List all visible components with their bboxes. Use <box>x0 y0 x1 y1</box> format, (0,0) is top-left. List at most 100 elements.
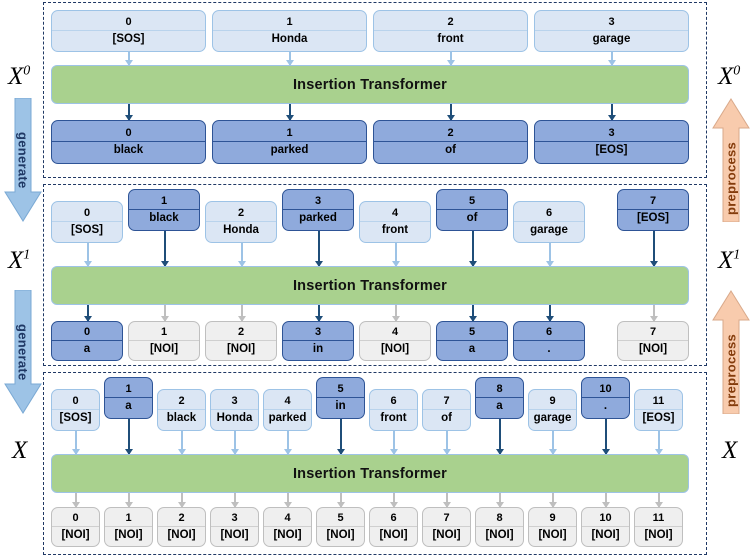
generate-arrow-1-label: generate <box>15 131 31 189</box>
token-index: 11 <box>652 511 665 524</box>
stage-0-output-token-0[interactable]: 0 black <box>51 120 206 164</box>
token-index: 1 <box>160 194 168 207</box>
stage-2-insertion-transformer[interactable]: Insertion Transformer <box>51 454 689 493</box>
token-text: parked <box>213 140 366 160</box>
token-index: 2 <box>178 394 185 407</box>
token-index: 3 <box>608 126 615 139</box>
token-index: 2 <box>178 511 185 524</box>
stage-2-left-x-label: X <box>12 437 28 464</box>
token-index: 1 <box>160 325 168 338</box>
stage-0-input-token-3[interactable]: 3 garage <box>534 10 689 52</box>
stage-1-output-token-1[interactable]: 1 [NOI] <box>128 321 200 361</box>
token-index: 3 <box>231 394 238 407</box>
stage-2-input-token-3[interactable]: 3 Honda <box>210 389 259 431</box>
stage-1-output-token-6[interactable]: 6 . <box>513 321 585 361</box>
token-text: [NOI] <box>211 525 258 545</box>
stage-1-output-token-7[interactable]: 7 [NOI] <box>617 321 689 361</box>
token-text: [EOS] <box>535 140 688 160</box>
stage-0-output-token-1[interactable]: 1 parked <box>212 120 367 164</box>
stage-0-input-token-0[interactable]: 0 [SOS] <box>51 10 206 52</box>
token-text: a <box>437 339 507 359</box>
stage-2-input-token-10[interactable]: 10 . <box>581 377 630 419</box>
stage-2-input-token-11[interactable]: 11 [EOS] <box>634 389 683 431</box>
token-text: [NOI] <box>529 525 576 545</box>
stage-1-input-token-5[interactable]: 5 of <box>436 189 508 231</box>
token-text: [NOI] <box>635 525 682 545</box>
token-text: of <box>374 140 527 160</box>
stage-1-output-token-3[interactable]: 3 in <box>282 321 354 361</box>
stage-1-input-token-6[interactable]: 6 garage <box>513 201 585 243</box>
token-index: 0 <box>83 206 91 219</box>
token-text: in <box>283 339 353 359</box>
stage-2-output-token-10[interactable]: 10 [NOI] <box>581 507 630 547</box>
token-index: 8 <box>496 511 503 524</box>
token-text: garage <box>535 29 688 49</box>
token-index: 2 <box>237 325 245 338</box>
stage-1-output-token-4[interactable]: 4 [NOI] <box>359 321 431 361</box>
stage-0-output-token-2[interactable]: 2 of <box>373 120 528 164</box>
stage-1-input-token-0[interactable]: 0 [SOS] <box>51 201 123 243</box>
token-index: 4 <box>284 511 291 524</box>
stage-2-output-token-2[interactable]: 2 [NOI] <box>157 507 206 547</box>
preprocess-arrow-1-label: preprocess <box>723 141 739 215</box>
stage-2-output-token-5[interactable]: 5 [NOI] <box>316 507 365 547</box>
token-text: [EOS] <box>618 208 688 228</box>
stage-0-input-token-2[interactable]: 2 front <box>373 10 528 52</box>
token-text: [NOI] <box>618 339 688 359</box>
stage-2-output-token-3[interactable]: 3 [NOI] <box>210 507 259 547</box>
stage-2-input-token-6[interactable]: 6 front <box>369 389 418 431</box>
stage-2-output-token-1[interactable]: 1 [NOI] <box>104 507 153 547</box>
preprocess-arrow-2: preprocess <box>712 290 750 414</box>
stage-1-input-token-2[interactable]: 2 Honda <box>205 201 277 243</box>
stage-2-input-token-7[interactable]: 7 of <box>422 389 471 431</box>
stage-0-insertion-transformer[interactable]: Insertion Transformer <box>51 65 689 104</box>
token-text: black <box>129 208 199 228</box>
stage-2-output-token-8[interactable]: 8 [NOI] <box>475 507 524 547</box>
stage-0-output-token-3[interactable]: 3 [EOS] <box>534 120 689 164</box>
stage-2-output-token-11[interactable]: 11 [NOI] <box>634 507 683 547</box>
token-text: [NOI] <box>582 525 629 545</box>
token-index: 6 <box>545 325 553 338</box>
token-text: [NOI] <box>370 525 417 545</box>
generate-arrow-2-label: generate <box>15 323 31 381</box>
stage-0-left-x-label: X0 <box>8 63 31 90</box>
token-text: parked <box>264 408 311 428</box>
token-index: 4 <box>391 206 399 219</box>
stage-1-insertion-transformer[interactable]: Insertion Transformer <box>51 266 689 305</box>
stage-2-input-token-5[interactable]: 5 in <box>316 377 365 419</box>
token-text: [NOI] <box>52 525 99 545</box>
stage-1-output-token-0[interactable]: 0 a <box>51 321 123 361</box>
stage-1-output-token-5[interactable]: 5 a <box>436 321 508 361</box>
stage-1-input-token-7[interactable]: 7 [EOS] <box>617 189 689 231</box>
stage-2-input-token-4[interactable]: 4 parked <box>263 389 312 431</box>
stage-2-output-token-0[interactable]: 0 [NOI] <box>51 507 100 547</box>
stage-0-panel: 0 [SOS] 1 Honda 2 front 3 garage Inserti… <box>43 2 707 178</box>
token-text: front <box>370 408 417 428</box>
token-text: parked <box>283 208 353 228</box>
stage-1-output-token-2[interactable]: 2 [NOI] <box>205 321 277 361</box>
token-text: black <box>52 140 205 160</box>
stage-2-input-token-1[interactable]: 1 a <box>104 377 153 419</box>
token-text: [SOS] <box>52 408 99 428</box>
stage-2-input-token-2[interactable]: 2 black <box>157 389 206 431</box>
stage-1-input-token-3[interactable]: 3 parked <box>282 189 354 231</box>
token-text: garage <box>514 220 584 240</box>
token-text: [NOI] <box>129 339 199 359</box>
stage-2-output-token-4[interactable]: 4 [NOI] <box>263 507 312 547</box>
token-text: front <box>374 29 527 49</box>
token-text: [SOS] <box>52 29 205 49</box>
stage-2-input-token-9[interactable]: 9 garage <box>528 389 577 431</box>
stage-2-input-token-8[interactable]: 8 a <box>475 377 524 419</box>
token-text: black <box>158 408 205 428</box>
stage-2-input-token-0[interactable]: 0 [SOS] <box>51 389 100 431</box>
token-index: 6 <box>545 206 553 219</box>
stage-0-input-token-1[interactable]: 1 Honda <box>212 10 367 52</box>
stage-1-input-token-1[interactable]: 1 black <box>128 189 200 231</box>
token-text: [NOI] <box>264 525 311 545</box>
model-label: Insertion Transformer <box>292 76 448 93</box>
stage-2-output-token-7[interactable]: 7 [NOI] <box>422 507 471 547</box>
stage-2-output-token-9[interactable]: 9 [NOI] <box>528 507 577 547</box>
stage-2-output-token-6[interactable]: 6 [NOI] <box>369 507 418 547</box>
stage-1-input-token-4[interactable]: 4 front <box>359 201 431 243</box>
token-text: of <box>437 208 507 228</box>
